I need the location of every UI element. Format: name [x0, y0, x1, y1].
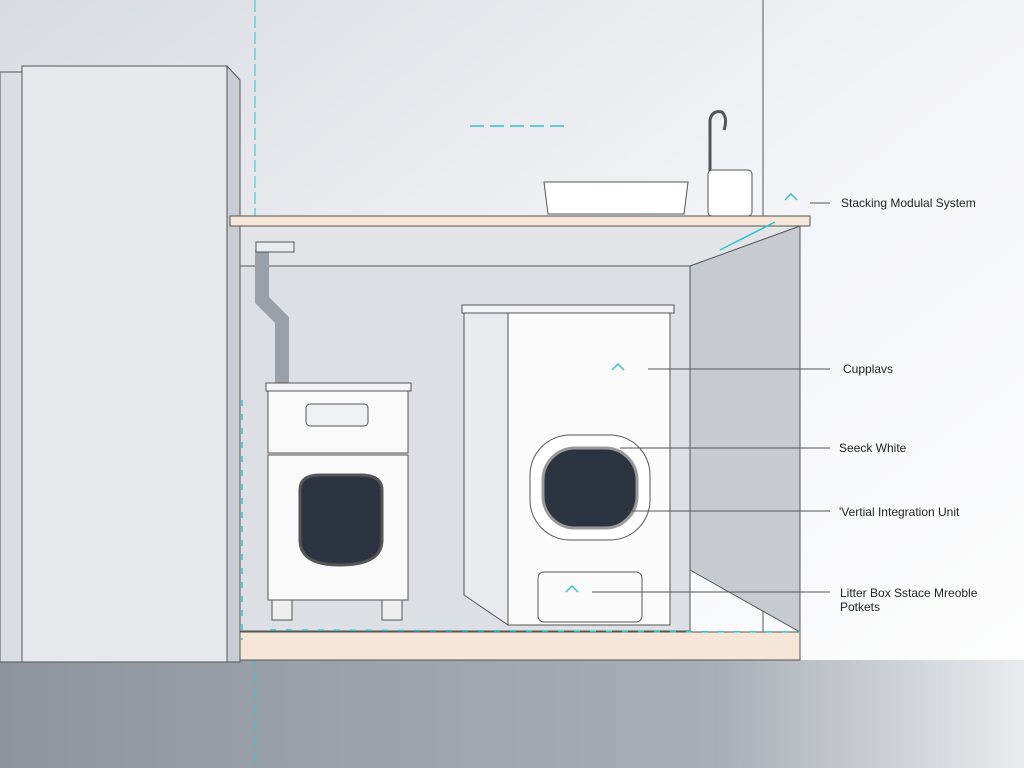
- accent-marks: [241, 125, 801, 640]
- callout-vertical-integration-unit: 'Vertial Integration Unit: [839, 505, 960, 519]
- tall-litter-unit: [461, 304, 675, 626]
- callout-seeck-white: Seeck White: [839, 441, 907, 455]
- litter-drawer: [537, 571, 643, 623]
- callout-stacking-modular-system: Stacking Modulal System: [841, 196, 976, 210]
- callout-litter-box: Litter Box Sstace Mreoble Potkets: [840, 586, 977, 614]
- cabinet-side-panel: [689, 225, 801, 633]
- stacked-litter-unit: [265, 382, 412, 621]
- callout-lines: [592, 202, 830, 593]
- floor: [0, 660, 1024, 768]
- drain-pipe: [255, 250, 289, 390]
- unit-opening: [298, 473, 384, 567]
- sink-basin: [543, 181, 689, 215]
- callout-litter-box-line2: Potkets: [840, 600, 881, 614]
- countertop: [229, 215, 811, 227]
- cabinet-base: [239, 631, 801, 661]
- callout-litter-box-line1: Litter Box Sstace Mreoble: [840, 586, 978, 600]
- tall-unit-opening: [541, 446, 639, 530]
- tall-cabinet: [0, 64, 241, 663]
- callout-cupplavs: Cupplavs: [843, 362, 894, 376]
- faucet: [708, 110, 728, 175]
